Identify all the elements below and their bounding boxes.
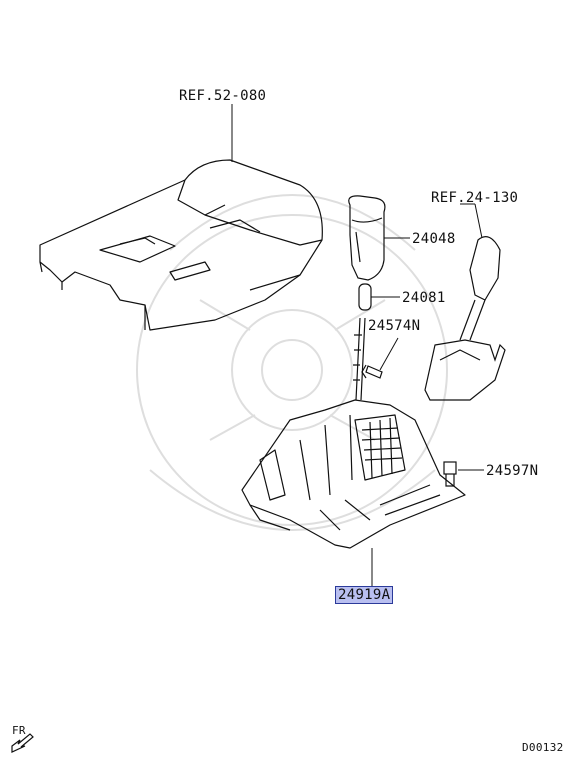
shifter-assembly-ref [424,236,506,401]
callout-24574n[interactable]: 24574N [368,318,421,334]
knob-sleeve-part [358,283,372,311]
callout-ref-24-130[interactable]: REF.24-130 [431,190,519,206]
shift-lever-rod [353,317,366,401]
leader-ref-24-130-down [474,203,483,239]
callout-24919a[interactable]: 24919A [335,586,394,604]
callout-24048[interactable]: 24048 [412,231,456,247]
callout-24597n[interactable]: 24597N [486,463,539,479]
shifter-bracket-part [241,399,466,549]
console-box-part [39,159,323,331]
callout-ref-52-080[interactable]: REF.52-080 [179,88,267,104]
watermark-emblem [136,194,448,531]
callout-24081[interactable]: 24081 [402,290,446,306]
screw-part [361,364,383,379]
direction-label: FR [12,724,26,737]
leader-24574n [379,337,399,371]
diagram-code: D00132 [522,741,564,754]
shift-knob-part [348,195,386,281]
front-arrow-icon [11,733,34,753]
